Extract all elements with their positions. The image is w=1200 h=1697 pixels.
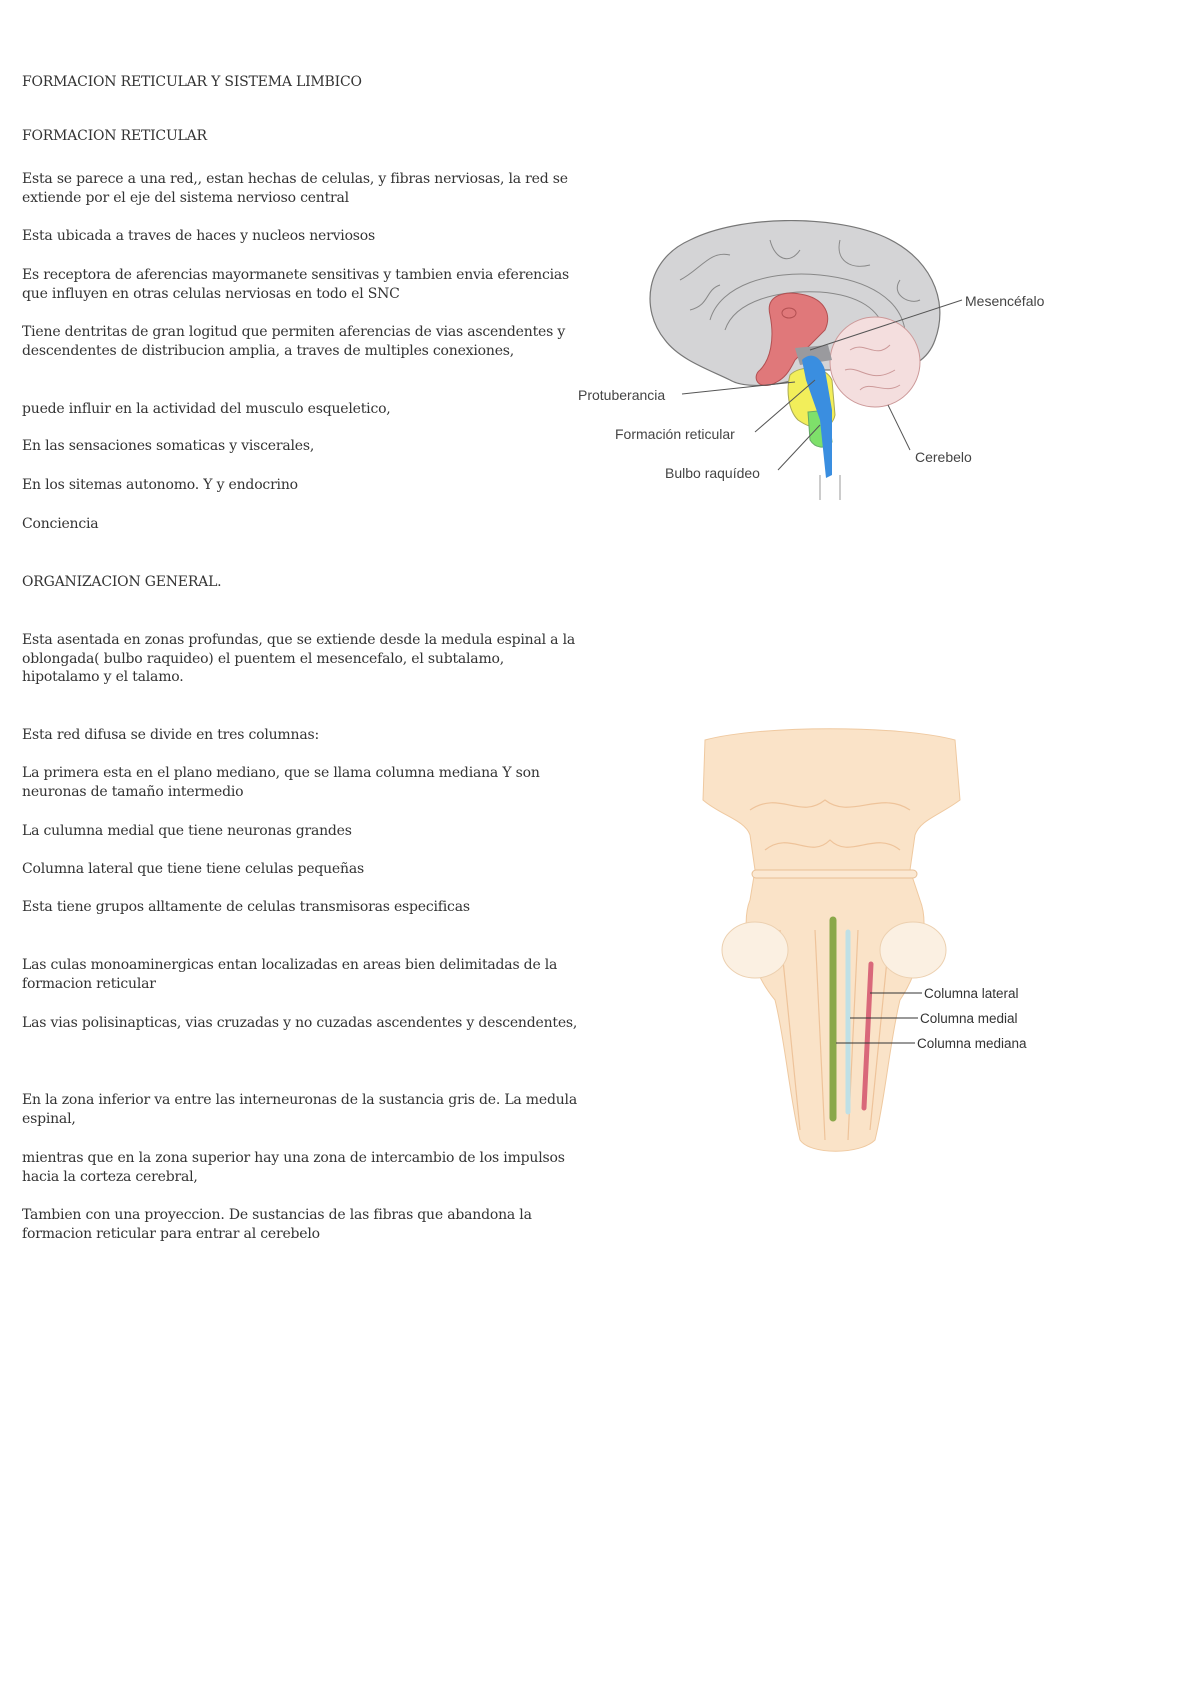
paragraph: Esta red difusa se divide en tres column… [22, 727, 319, 743]
brain-sagittal-figure: Mesencéfalo Protuberancia Formación reti… [578, 220, 1045, 500]
paragraph: Esta se parece a una red,, estan hechas … [22, 171, 568, 206]
label-formacion-reticular: Formación reticular [615, 426, 735, 442]
paragraph: puede influir en la actividad del muscul… [22, 401, 391, 417]
paragraph: Es receptora de aferencias mayormanete s… [22, 267, 570, 302]
section-heading: FORMACION RETICULAR [22, 128, 207, 144]
paragraph: Esta ubicada a traves de haces y nucleos… [22, 228, 376, 244]
paragraph: Conciencia [22, 516, 99, 532]
label-columna-lateral: Columna lateral [924, 986, 1019, 1001]
brainstem-figure: Columna lateral Columna medial Columna m… [702, 728, 1027, 1152]
left-peduncle [721, 921, 789, 979]
label-mesencefalo: Mesencéfalo [965, 293, 1045, 309]
label-protuberancia: Protuberancia [578, 387, 665, 403]
column-lateral [861, 961, 874, 1111]
cerebellum [829, 316, 921, 408]
label-columna-mediana: Columna mediana [917, 1036, 1027, 1051]
paragraph: Las culas monoaminergicas entan localiza… [22, 957, 558, 992]
label-bulbo-raquideo: Bulbo raquídeo [665, 465, 760, 481]
paragraph: La primera esta en el plano mediano, que… [22, 765, 540, 800]
paragraph: Esta tiene grupos alltamente de celulas … [22, 899, 470, 915]
paragraph: La culumna medial que tiene neuronas gra… [22, 823, 352, 839]
paragraph: Las vias polisinapticas, vias cruzadas y… [22, 1015, 578, 1031]
label-cerebelo: Cerebelo [915, 449, 972, 465]
paragraph: En la zona inferior va entre las interne… [22, 1092, 577, 1127]
right-peduncle [879, 921, 947, 979]
paragraph: Tambien con una proyeccion. De sustancia… [22, 1207, 532, 1242]
section-heading: ORGANIZACION GENERAL. [22, 574, 222, 590]
document-title: FORMACION RETICULAR Y SISTEMA LIMBICO [22, 74, 362, 90]
reticular-formation [802, 355, 832, 478]
paragraph: Columna lateral que tiene tiene celulas … [22, 861, 364, 877]
paragraph: mientras que en la zona superior hay una… [22, 1150, 565, 1185]
paragraph: Esta asentada en zonas profundas, que se… [22, 632, 575, 686]
paragraph: En las sensaciones somaticas y viscerale… [22, 438, 315, 454]
label-columna-medial: Columna medial [920, 1011, 1018, 1026]
paragraph: Tiene dentritas de gran logitud que perm… [22, 324, 566, 359]
paragraph: En los sitemas autonomo. Y y endocrino [22, 477, 298, 493]
thalamus [755, 292, 829, 386]
